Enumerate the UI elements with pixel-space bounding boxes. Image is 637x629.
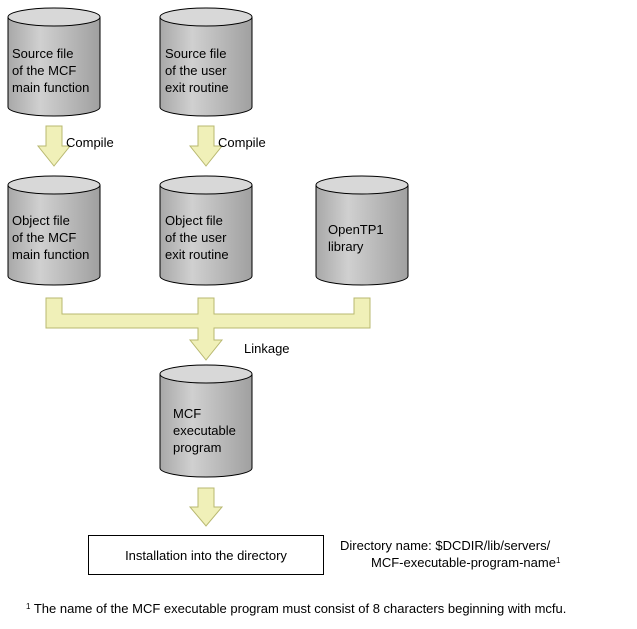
library-label: OpenTP1 library bbox=[328, 222, 384, 254]
directory-prefix: Directory name: $DCDIR/lib/servers/ bbox=[340, 538, 551, 553]
compile-arrow-main bbox=[36, 125, 72, 167]
footnote: 1 The name of the MCF executable program… bbox=[26, 600, 566, 617]
compile-label-main: Compile bbox=[66, 135, 114, 150]
directory-name-text: MCF-executable-program-name bbox=[371, 555, 556, 570]
install-label: Installation into the directory bbox=[125, 547, 287, 563]
linkage-connector bbox=[45, 297, 371, 361]
cylinder-object-user bbox=[159, 175, 253, 286]
cylinder-executable bbox=[159, 364, 253, 478]
executable-label: MCF executable program bbox=[173, 406, 236, 455]
directory-name: MCF-executable-program-name1 bbox=[371, 554, 560, 571]
compile-label-user: Compile bbox=[218, 135, 266, 150]
cylinder-source-user bbox=[159, 7, 253, 117]
object-user-label: Object file of the user exit routine bbox=[165, 213, 229, 262]
object-main-label: Object file of the MCF main function bbox=[12, 213, 90, 262]
source-user-label: Source file of the user exit routine bbox=[165, 46, 229, 95]
compile-arrow-user bbox=[188, 125, 224, 167]
cylinder-library bbox=[315, 175, 409, 286]
source-main-label: Source file of the MCF main function bbox=[12, 46, 90, 95]
cylinder-object-main bbox=[7, 175, 101, 286]
linkage-label: Linkage bbox=[244, 341, 290, 356]
install-arrow bbox=[188, 487, 224, 527]
footnote-text: The name of the MCF executable program m… bbox=[33, 601, 567, 616]
footnote-mark: 1 bbox=[26, 602, 31, 611]
install-box: Installation into the directory bbox=[88, 535, 324, 575]
cylinder-source-main bbox=[7, 7, 101, 117]
directory-footnote-mark: 1 bbox=[555, 556, 561, 565]
